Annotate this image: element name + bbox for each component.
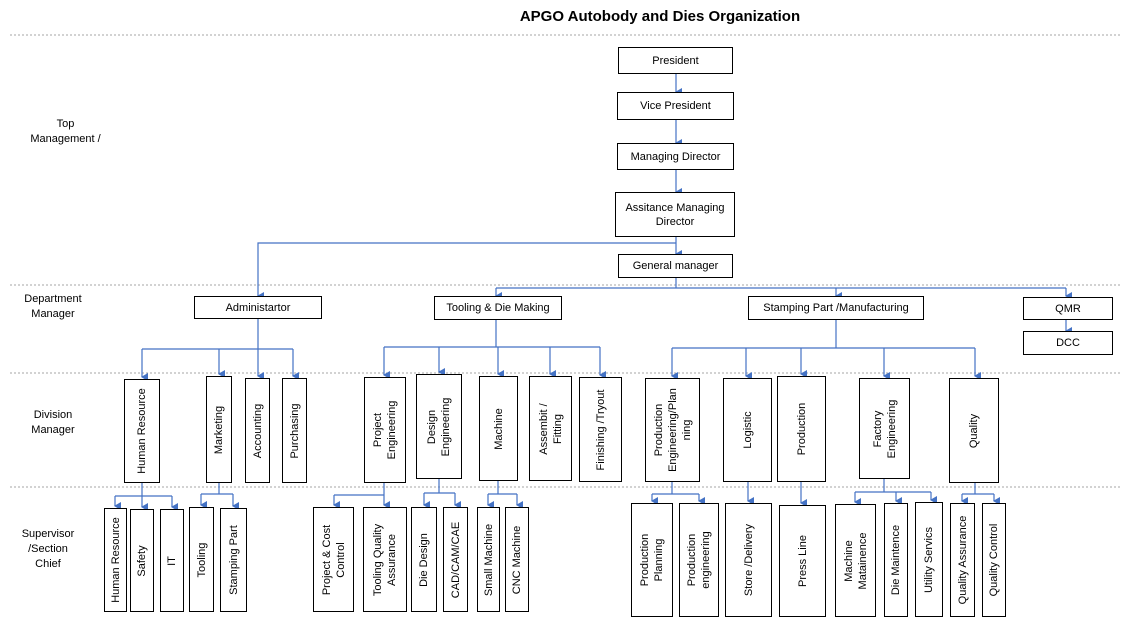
division-machine-box: Machine <box>479 376 518 481</box>
section-utility-services-box: Utility Servics <box>915 502 943 617</box>
section-cnc-machine-label: CNC Machine <box>511 525 523 594</box>
section-machine-maintenance-label: Machine Matainence <box>842 532 869 589</box>
section-human-resource-box: Human Resource <box>104 508 127 612</box>
chart-title: APGO Autobody and Dies Organization <box>519 8 801 25</box>
division-production-engineering-label: Production Engineering/Plan ning <box>652 388 693 472</box>
department-stamping-label: Stamping Part /Manufacturing <box>763 302 909 314</box>
president-box: President <box>618 47 733 74</box>
section-production-planning-label: Production Planning <box>639 533 665 587</box>
section-small-machine-box: Small Machine <box>477 507 500 612</box>
section-production-engineering-label: Production engineering <box>686 531 712 589</box>
general-manager-label: General manager <box>632 260 719 272</box>
department-dcc-box: DCC <box>1023 331 1113 355</box>
general-manager-box: General manager <box>618 254 733 278</box>
section-project-cost-control-box: Project & Cost Control <box>313 507 354 612</box>
band-label-supervisor: Supervisor /Section Chief <box>21 528 75 570</box>
division-design-engineering-label: Design Engineering <box>426 397 452 456</box>
division-logistic-label: Logistic <box>741 411 754 449</box>
president-label: President <box>652 54 699 67</box>
section-quality-control-label: Quality Control <box>988 523 1000 597</box>
division-production-engineering-box: Production Engineering/Plan ning <box>645 378 700 482</box>
band-label-division-manager: Division Manager <box>31 409 75 436</box>
division-production-label: Production <box>795 402 808 456</box>
section-project-cost-control-label: Project & Cost Control <box>320 524 347 595</box>
assistant-managing-director-box: Assitance Managing Director <box>615 192 735 237</box>
section-quality-control-box: Quality Control <box>982 503 1006 617</box>
section-tooling-box: Tooling <box>189 507 214 612</box>
section-die-maintenance-box: Die Maintence <box>884 503 908 617</box>
division-quality-label: Quality <box>968 413 980 448</box>
department-dcc-label: DCC <box>1056 337 1080 349</box>
section-tooling-label: Tooling <box>195 542 208 577</box>
division-human-resource-label: Human Resource <box>136 388 148 474</box>
department-qmr-label: QMR <box>1055 302 1081 315</box>
division-project-engineering-label: Project Engineering <box>372 400 398 460</box>
division-design-engineering-box: Design Engineering <box>416 374 462 479</box>
section-machine-maintenance-box: Machine Matainence <box>835 504 876 617</box>
section-production-engineering-box: Production engineering <box>679 503 719 617</box>
managing-director-box: Managing Director <box>617 143 734 170</box>
division-assembly-fitting-label: Assembit / Fitting <box>537 402 564 455</box>
division-finishing-tryout-box: Finishing /Tryout <box>579 377 622 482</box>
section-it-label: IT <box>166 555 178 566</box>
section-tooling-quality-assurance-box: Tooling Quality Assurance <box>363 507 407 612</box>
division-machine-label: Machine <box>492 407 505 450</box>
division-purchasing-label: Purchasing <box>288 402 301 459</box>
section-stamping-part-label: Stamping Part <box>227 525 240 595</box>
section-cad-cam-cae-box: CAD/CAM/CAE <box>443 507 468 612</box>
division-marketing-box: Marketing <box>206 376 232 483</box>
division-factory-engineering-box: Factory Engineering <box>859 378 910 479</box>
section-store-delivery-label: Store /Delivery <box>742 523 755 597</box>
section-quality-assurance-box: Quality Assurance <box>950 503 975 617</box>
section-cnc-machine-box: CNC Machine <box>505 507 529 612</box>
assistant-managing-director-label: Assitance Managing Director <box>625 201 725 228</box>
division-assembly-fitting-box: Assembit / Fitting <box>529 376 572 481</box>
department-tooling-label: Tooling & Die Making <box>446 302 550 314</box>
section-human-resource-label: Human Resource <box>109 517 122 603</box>
division-project-engineering-box: Project Engineering <box>364 377 406 483</box>
vice-president-box: Vice President <box>617 92 734 120</box>
section-press-line-box: Press Line <box>779 505 826 617</box>
vice-president-label: Vice President <box>640 100 711 112</box>
department-administrator-box: Administartor <box>194 296 322 319</box>
managing-director-label: Managing Director <box>630 150 721 163</box>
section-it-box: IT <box>160 509 184 612</box>
section-die-design-box: Die Design <box>411 507 437 612</box>
section-small-machine-label: Small Machine <box>482 523 495 596</box>
section-die-design-label: Die Design <box>418 532 430 587</box>
section-quality-assurance-label: Quality Assurance <box>956 515 969 605</box>
section-safety-label: Safety <box>136 544 148 577</box>
department-stamping-box: Stamping Part /Manufacturing <box>748 296 924 320</box>
division-accounting-box: Accounting <box>245 378 270 483</box>
department-administrator-label: Administartor <box>225 301 291 314</box>
band-label-top-management: Top Management / <box>30 118 101 145</box>
band-label-department-manager: Department Manager <box>24 293 82 320</box>
division-factory-engineering-label: Factory Engineering <box>871 399 898 458</box>
division-purchasing-box: Purchasing <box>282 378 307 483</box>
section-press-line-label: Press Line <box>796 535 809 587</box>
department-qmr-box: QMR <box>1023 297 1113 320</box>
division-production-box: Production <box>777 376 826 482</box>
division-logistic-box: Logistic <box>723 378 772 482</box>
division-quality-box: Quality <box>949 378 999 483</box>
section-utility-services-label: Utility Servics <box>923 526 935 593</box>
department-tooling-box: Tooling & Die Making <box>434 296 562 320</box>
division-finishing-tryout-label: Finishing /Tryout <box>594 389 607 470</box>
division-marketing-label: Marketing <box>213 405 225 454</box>
division-accounting-label: Accounting <box>251 403 264 458</box>
section-stamping-part-box: Stamping Part <box>220 508 247 612</box>
section-safety-box: Safety <box>130 509 154 612</box>
section-production-planning-box: Production Planning <box>631 503 673 617</box>
section-cad-cam-cae-label: CAD/CAM/CAE <box>449 521 462 598</box>
section-tooling-quality-assurance-label: Tooling Quality Assurance <box>372 523 398 596</box>
section-store-delivery-box: Store /Delivery <box>725 503 772 617</box>
division-human-resource-box: Human Resource <box>124 379 160 483</box>
section-die-maintenance-label: Die Maintence <box>890 524 902 596</box>
